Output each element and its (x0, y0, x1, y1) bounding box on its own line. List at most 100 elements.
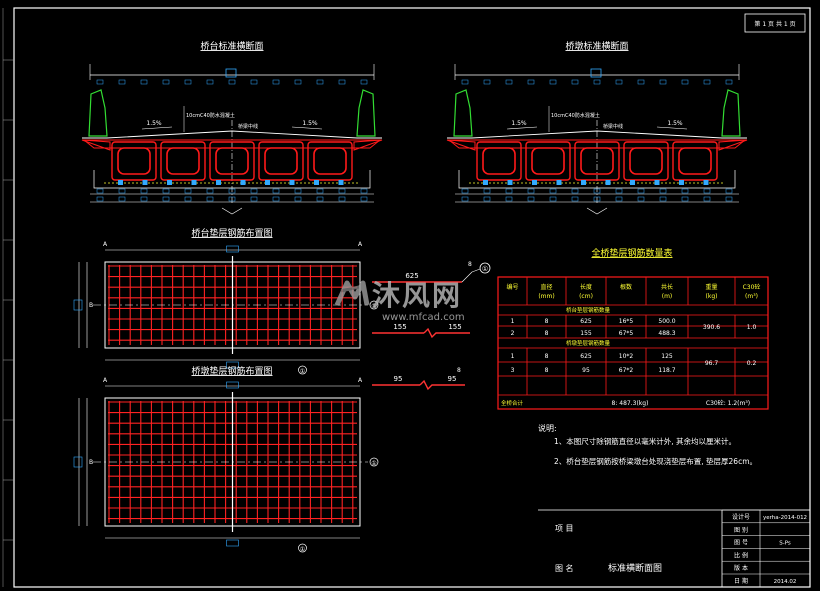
pier-bottom-dim-mark (725, 188, 733, 194)
pier-bottom-dim-label (226, 539, 239, 547)
pier-girder-void (531, 147, 565, 175)
table-cell: 8 (545, 330, 549, 337)
project-label: 项 目 (555, 524, 574, 533)
table-cell: 67*5 (619, 330, 634, 337)
abutment-axis-a-right: A (358, 241, 363, 248)
abutment-dim-mark (162, 79, 170, 85)
table-cell: 1 (511, 318, 515, 325)
pier-axis-a-left: A (103, 377, 108, 384)
abutment-cap-outline (93, 170, 371, 189)
abutment-bottom-dim-mark (96, 196, 104, 202)
pier-box-girder (525, 141, 571, 181)
pier-bottom-dim-mark (593, 196, 601, 202)
abutment-top-dim-label (226, 245, 239, 253)
watermark-logo (334, 280, 370, 307)
pier-section-mark (586, 207, 608, 215)
table-cell: 8 (545, 367, 549, 374)
pier-side-marker-circle (369, 457, 379, 467)
title-row-label: 图 别 (734, 526, 748, 534)
pier-axis-a-right: A (358, 377, 363, 384)
pier-left-barrier (453, 89, 473, 137)
abutment-box-girder (209, 141, 255, 181)
abutment-bottom-dim-mark (140, 188, 148, 194)
abutment-dim-mark (316, 79, 324, 85)
table-cell: 2 (511, 330, 515, 337)
table-cell: 96.7 (705, 360, 719, 367)
pier-bearing (605, 180, 611, 185)
callout-1-diameter: 8 (468, 261, 472, 268)
table-header: (m) (662, 293, 673, 300)
abutment-bottom-dim-mark (206, 188, 214, 194)
abutment-bearing (338, 180, 344, 185)
abutment-bearing (314, 180, 319, 185)
abutment-dim-mark (184, 79, 192, 85)
pier-deck-note: 10cmC40防水混凝土 (551, 112, 600, 119)
pier-bottom-dim-mark (527, 196, 535, 202)
abutment-dim-mark (250, 79, 258, 85)
pier-girder-void (678, 147, 712, 175)
abutment-bearing (240, 180, 246, 185)
abutment-right-wing (353, 139, 383, 151)
pier-dim-mark (725, 79, 733, 85)
pier-bottom-dim-mark (593, 188, 601, 194)
pier-right-wing (718, 139, 748, 151)
pier-bottom-dim-mark (505, 196, 513, 202)
pier-dim-mark (527, 79, 535, 85)
abutment-side-marker-circle (369, 300, 379, 310)
pier-bottom-dim-mark (483, 188, 491, 194)
pier-dim-mark (483, 79, 491, 85)
pier-box-girder (672, 141, 718, 181)
callout-3-length: 95 (394, 375, 403, 383)
abutment-dim-mark (206, 79, 214, 85)
pier-side-marker-label: ① (371, 460, 376, 467)
abutment-bottom-dim-mark (96, 188, 104, 194)
table-cell: 500.0 (658, 318, 675, 325)
abutment-bearing (118, 180, 123, 185)
pier-slope-right: 1.5% (667, 120, 683, 127)
note-2: 2、桥台垫层钢筋按桥梁墩台处现浇垫层布置, 垫层厚26cm。 (554, 456, 757, 466)
table-group-1: 桥台垫层钢筋数量 (566, 306, 611, 314)
abutment-bottom-dim-mark (118, 196, 126, 202)
abutment-overall-dim-label (225, 68, 237, 78)
abutment-girder-void (166, 147, 200, 175)
abutment-box-girder (307, 141, 353, 181)
title-row-label: 设计号 (732, 513, 750, 521)
abutment-bottom-dim-mark (162, 196, 170, 202)
pier-bearing (507, 180, 513, 185)
title-row-label: 日 期 (734, 577, 748, 585)
abutment-dim-mark (228, 79, 236, 85)
title-row-label: 比 例 (734, 551, 748, 559)
abutment-axis-a-left: A (103, 241, 108, 248)
abutment-bottom-dim-mark (118, 188, 126, 194)
pier-marker-label: ① (300, 546, 305, 553)
abutment-bottom-dim-mark (360, 196, 368, 202)
abutment-bottom-dim-mark (228, 196, 236, 202)
abutment-left-wing (81, 139, 111, 151)
pier-marker-circle (298, 543, 307, 553)
pier-section-title: 桥墩标准横断面 (565, 40, 628, 52)
abutment-dim-mark (360, 79, 368, 85)
pier-cap-outline (458, 170, 736, 189)
abutment-left-dim-label (73, 299, 83, 311)
abutment-bottom-dim-label (226, 361, 239, 369)
callout-3-diameter: 8 (457, 367, 461, 374)
table-cell: 1 (511, 353, 515, 360)
abutment-bearing (216, 180, 221, 185)
table-header: (cm) (579, 293, 593, 300)
abutment-left-barrier (88, 89, 108, 137)
pier-center-note: 桥梁中线 (603, 123, 623, 130)
pier-dim-mark (461, 79, 469, 85)
table-total-label: 全桥合计 (501, 399, 524, 407)
pier-bottom-dim-mark (527, 188, 535, 194)
pier-box-girder (623, 141, 669, 181)
abutment-bottom-dim-mark (272, 196, 280, 202)
abutment-slope-right: 1.5% (302, 120, 318, 127)
pier-dim-mark (549, 79, 557, 85)
pier-right-barrier (721, 89, 741, 137)
table-cell: 8 (545, 318, 549, 325)
pier-bottom-dim-mark (505, 188, 513, 194)
abutment-box-girder (258, 141, 304, 181)
abutment-bottom-dim-mark (272, 188, 280, 194)
